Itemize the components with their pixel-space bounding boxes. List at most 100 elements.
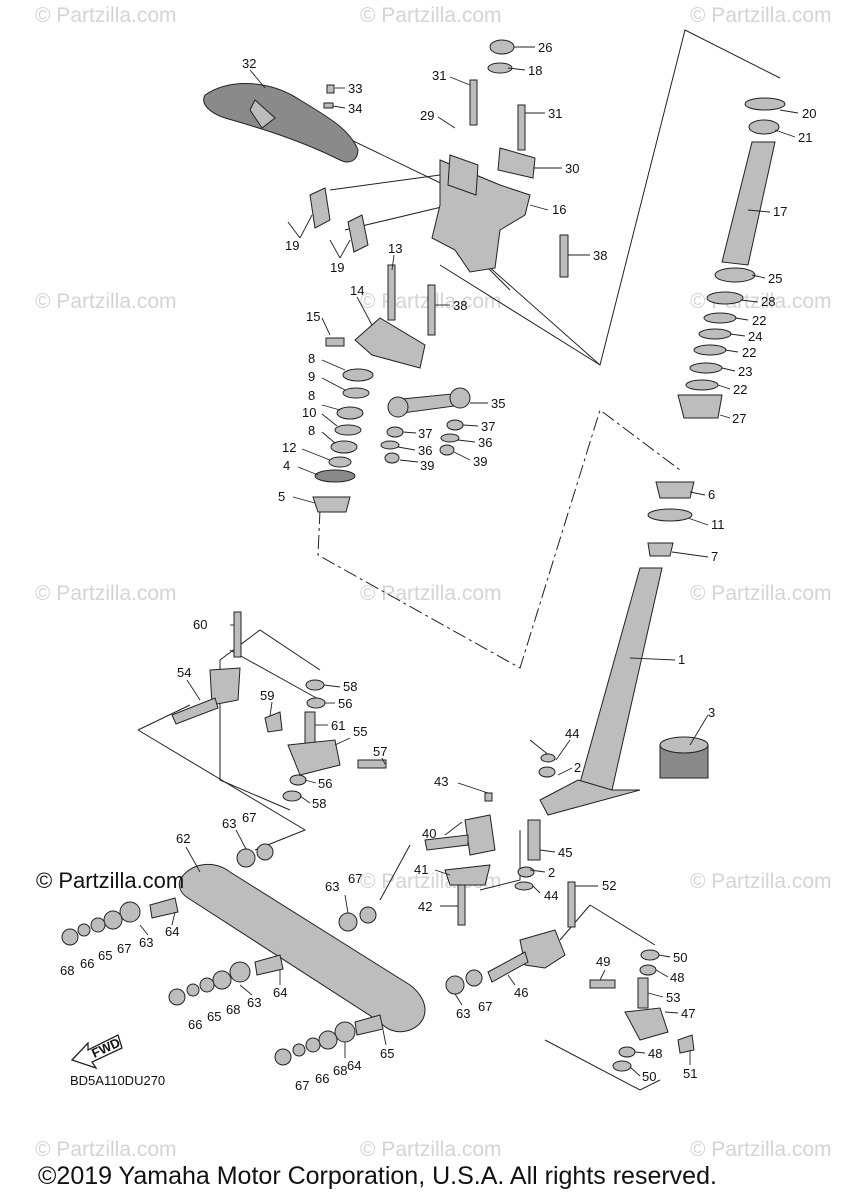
sleeve-64c bbox=[354, 1014, 384, 1036]
watermark: © Partzilla.com bbox=[360, 1138, 502, 1161]
callout-50: 50 bbox=[642, 1069, 656, 1084]
holder-19b bbox=[347, 214, 369, 253]
seal-67c bbox=[465, 969, 483, 987]
callout-7: 7 bbox=[711, 549, 718, 564]
nut-50a bbox=[640, 949, 660, 961]
callout-32: 32 bbox=[242, 56, 256, 71]
callout-39: 39 bbox=[420, 458, 434, 473]
callout-2: 2 bbox=[574, 760, 581, 775]
watermark: © Partzilla.com bbox=[35, 1138, 177, 1161]
callout-26: 26 bbox=[538, 40, 552, 55]
callout-54: 54 bbox=[177, 665, 191, 680]
nut-58a bbox=[305, 679, 325, 691]
bushing-63d bbox=[119, 901, 141, 923]
spindle-46 bbox=[487, 951, 529, 983]
callout-67: 67 bbox=[242, 810, 256, 825]
callout-46: 46 bbox=[514, 985, 528, 1000]
washer-65c bbox=[305, 1037, 321, 1053]
handlebar-cover bbox=[203, 83, 359, 163]
nut-68a bbox=[61, 928, 79, 946]
seal-11 bbox=[647, 508, 693, 522]
callout-45: 45 bbox=[558, 845, 572, 860]
bolt-38b bbox=[427, 284, 436, 336]
callout-37: 37 bbox=[418, 426, 432, 441]
seal-67e bbox=[212, 970, 232, 990]
callout-16: 16 bbox=[552, 202, 566, 217]
callout-57: 57 bbox=[373, 744, 387, 759]
callout-21: 21 bbox=[798, 130, 812, 145]
washer-36a bbox=[380, 440, 400, 450]
callout-67: 67 bbox=[478, 999, 492, 1014]
callout-12: 12 bbox=[282, 440, 296, 455]
ring-9 bbox=[342, 387, 370, 399]
callout-37: 37 bbox=[481, 419, 495, 434]
tie-rod-end-a bbox=[387, 396, 409, 418]
callout-22: 22 bbox=[752, 313, 766, 328]
washer-22c bbox=[685, 379, 719, 391]
callout-53: 53 bbox=[666, 990, 680, 1005]
diagram-code: BD5A110DU270 bbox=[70, 1073, 166, 1088]
callout-6: 6 bbox=[708, 487, 715, 502]
callout-44: 44 bbox=[565, 726, 579, 741]
ring-18 bbox=[487, 62, 513, 74]
callout-40: 40 bbox=[422, 826, 436, 841]
seal-67b bbox=[359, 906, 377, 924]
callout-10: 10 bbox=[302, 405, 316, 420]
callout-66: 66 bbox=[80, 956, 94, 971]
callout-39: 39 bbox=[473, 454, 487, 469]
washer-66b bbox=[186, 983, 200, 997]
watermark: © Partzilla.com bbox=[690, 4, 832, 27]
fwd-arrow-icon: FWD bbox=[70, 1034, 123, 1070]
bolt-15 bbox=[325, 337, 345, 347]
nut-25 bbox=[714, 267, 756, 283]
callout-48: 48 bbox=[648, 1046, 662, 1061]
bushing-48b bbox=[618, 1046, 636, 1058]
bolt-13 bbox=[387, 264, 396, 321]
bushing-44b bbox=[514, 881, 534, 891]
washer-65b bbox=[199, 977, 215, 993]
callout-8: 8 bbox=[308, 423, 315, 438]
clip-51 bbox=[677, 1034, 695, 1054]
bushing-44a bbox=[540, 753, 556, 763]
arm-14 bbox=[354, 317, 426, 369]
bolt-52 bbox=[567, 881, 576, 928]
bushing-48a bbox=[639, 964, 657, 976]
callout-52: 52 bbox=[602, 878, 616, 893]
spindle-54 bbox=[171, 697, 219, 725]
watermark: © Partzilla.com bbox=[690, 870, 832, 893]
callout-31: 31 bbox=[548, 106, 562, 121]
washer-24 bbox=[698, 328, 732, 340]
bolt-38a bbox=[559, 234, 569, 278]
callout-56: 56 bbox=[338, 696, 352, 711]
cap-26 bbox=[489, 39, 515, 55]
callout-51: 51 bbox=[683, 1066, 697, 1081]
callout-67: 68 bbox=[333, 1063, 347, 1078]
callout-66: 67 bbox=[295, 1078, 309, 1093]
seal-67a bbox=[256, 843, 274, 861]
washer-65a bbox=[90, 917, 106, 933]
callout-24: 24 bbox=[748, 329, 762, 344]
callout-19: 19 bbox=[330, 260, 344, 275]
callout-23: 23 bbox=[738, 364, 752, 379]
pin-53 bbox=[637, 977, 649, 1009]
callout-36: 36 bbox=[478, 435, 492, 450]
washer-66c bbox=[292, 1043, 306, 1057]
callout-38: 38 bbox=[593, 248, 607, 263]
callout-61: 61 bbox=[331, 718, 345, 733]
callout-49: 49 bbox=[596, 954, 610, 969]
callout-13: 13 bbox=[388, 241, 402, 256]
callout-64: 64 bbox=[273, 985, 287, 1000]
copyright-notice: ©2019 Yamaha Motor Corporation, U.S.A. A… bbox=[38, 1162, 717, 1190]
upper-bracket bbox=[431, 159, 531, 273]
holder-30 bbox=[497, 147, 536, 179]
bolt-31a bbox=[469, 79, 478, 126]
plate-4 bbox=[314, 469, 356, 483]
watermark: © Partzilla.com bbox=[690, 1138, 832, 1161]
callout-22: 22 bbox=[742, 345, 756, 360]
callout-68: 68 bbox=[60, 963, 74, 978]
bolt-33 bbox=[326, 84, 335, 94]
bolt-42 bbox=[457, 884, 466, 926]
bushing-6 bbox=[655, 481, 695, 499]
callout-67: 67 bbox=[348, 871, 362, 886]
bolt-49 bbox=[589, 979, 616, 989]
